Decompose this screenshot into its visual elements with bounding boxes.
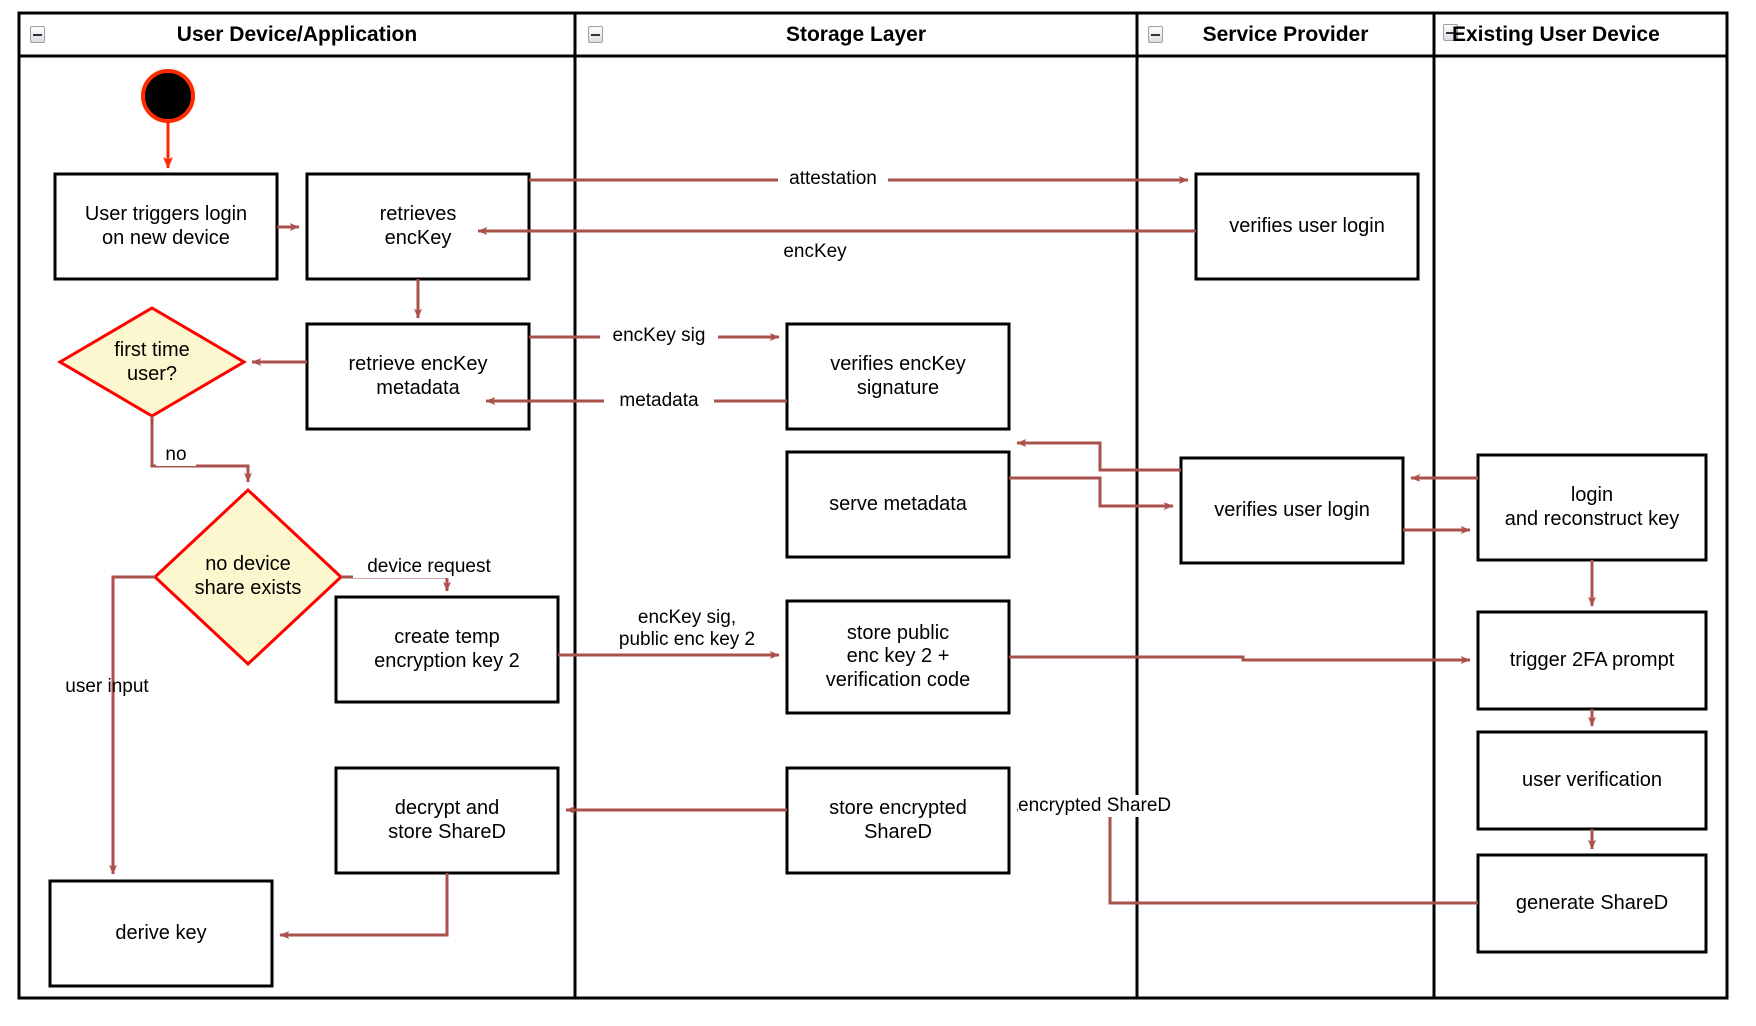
activity-node-shapes — [48, 172, 1708, 988]
shape-store-encrypted-shared — [785, 766, 1011, 875]
edge-user-input — [109, 575, 155, 875]
node-derive-key[interactable]: derive key — [115, 921, 207, 944]
edge-label-metadata: metadata — [604, 390, 714, 412]
edge-label-enckey: encKey — [772, 241, 858, 263]
shape-decrypt-store-shared — [334, 766, 560, 875]
edge-label-attestation: attestation — [778, 168, 888, 190]
decision-node-shapes — [57, 306, 344, 667]
node-verifies-enckey-signature[interactable]: verifies encKey signature — [830, 352, 966, 399]
shape-login-and-reconstruct-key — [1476, 453, 1708, 562]
edge-serve-metadata-to-sp — [1009, 476, 1174, 510]
edges: no device share exists --> create temp e… — [109, 122, 1596, 939]
node-create-temp-encryption-key-2[interactable]: create temp encryption key 2 — [374, 625, 520, 672]
collapse-icon-lane-storage[interactable] — [588, 26, 603, 43]
node-retrieve-enckey-metadata[interactable]: retrieve encKey metadata — [348, 352, 488, 399]
shape-trigger-2fa-prompt — [1476, 610, 1708, 711]
edge-label-user-input: user input — [65, 676, 149, 697]
shape-no-device-share-exists — [152, 487, 344, 667]
node-decrypt-and-store-shared[interactable]: decrypt and store ShareD — [388, 796, 506, 843]
collapse-icon-lane-service-provider[interactable] — [1148, 26, 1163, 43]
edge-device-request — [341, 575, 451, 592]
node-trigger-2fa-prompt[interactable]: trigger 2FA prompt — [1509, 648, 1675, 671]
node-verifies-user-login-2[interactable]: verifies user login — [1214, 498, 1370, 521]
lane-header-existing-device: Existing User Device — [1452, 23, 1660, 46]
node-serve-metadata[interactable]: serve metadata — [829, 492, 967, 515]
node-user-verification[interactable]: user verification — [1521, 768, 1663, 791]
edge-sp-to-serve-metadata — [1016, 439, 1181, 472]
node-retrieves-enckey[interactable]: retrieves encKey — [379, 202, 457, 249]
edge-store-key2-to-2fa — [1009, 655, 1471, 664]
node-verifies-user-login-1[interactable]: verifies user login — [1229, 214, 1385, 237]
shape-derive-key — [48, 879, 274, 988]
edge-label-encrypted-shared: encrypted ShareD — [1018, 795, 1194, 817]
shape-user-triggers-login — [53, 172, 279, 281]
edge-label-enckey-sig-public-enc-key-2: encKey sig, public enc key 2 — [594, 607, 780, 651]
edge-encrypted-shared — [1016, 806, 1478, 905]
shape-verifies-user-login-1 — [1194, 172, 1420, 281]
shape-store-public-enc-key-2 — [785, 599, 1011, 715]
shape-start-node — [141, 69, 195, 123]
edge-decrypt-to-derive-key — [279, 873, 449, 939]
shape-generate-shared — [1476, 853, 1708, 954]
swimlane-frame — [17, 11, 1729, 1000]
collapse-icon-lane-user-device[interactable] — [30, 26, 45, 43]
node-login-and-reconstruct-key[interactable]: login and reconstruct key — [1504, 483, 1680, 530]
node-user-triggers-login[interactable]: User triggers login on new device — [84, 202, 248, 249]
lane-header-user-device: User Device/Application — [176, 23, 418, 46]
shape-verifies-user-login-2 — [1179, 456, 1405, 565]
collapse-icon-lane-existing-device[interactable] — [1443, 24, 1458, 41]
edge-label-enckey-sig: encKey sig — [600, 325, 718, 347]
node-store-encrypted-shared[interactable]: store encrypted ShareD — [829, 796, 967, 843]
shape-create-temp-key-2 — [334, 595, 560, 704]
node-store-public-enc-key-2[interactable]: store public enc key 2 + verification co… — [825, 621, 971, 691]
node-generate-shared[interactable]: generate ShareD — [1515, 891, 1669, 914]
shape-verifies-enckey-signature — [785, 322, 1011, 431]
edge-label-device-request: device request — [353, 556, 505, 578]
shape-serve-metadata — [785, 450, 1011, 559]
shape-first-time-user — [57, 306, 247, 418]
lane-header-storage: Storage Layer — [785, 23, 927, 46]
edge-label-no: no — [156, 444, 196, 466]
edge-no-branch — [150, 416, 252, 483]
lane-header-service-provider: Service Provider — [1202, 23, 1369, 46]
shape-retrieve-enckey-metadata — [305, 322, 531, 431]
